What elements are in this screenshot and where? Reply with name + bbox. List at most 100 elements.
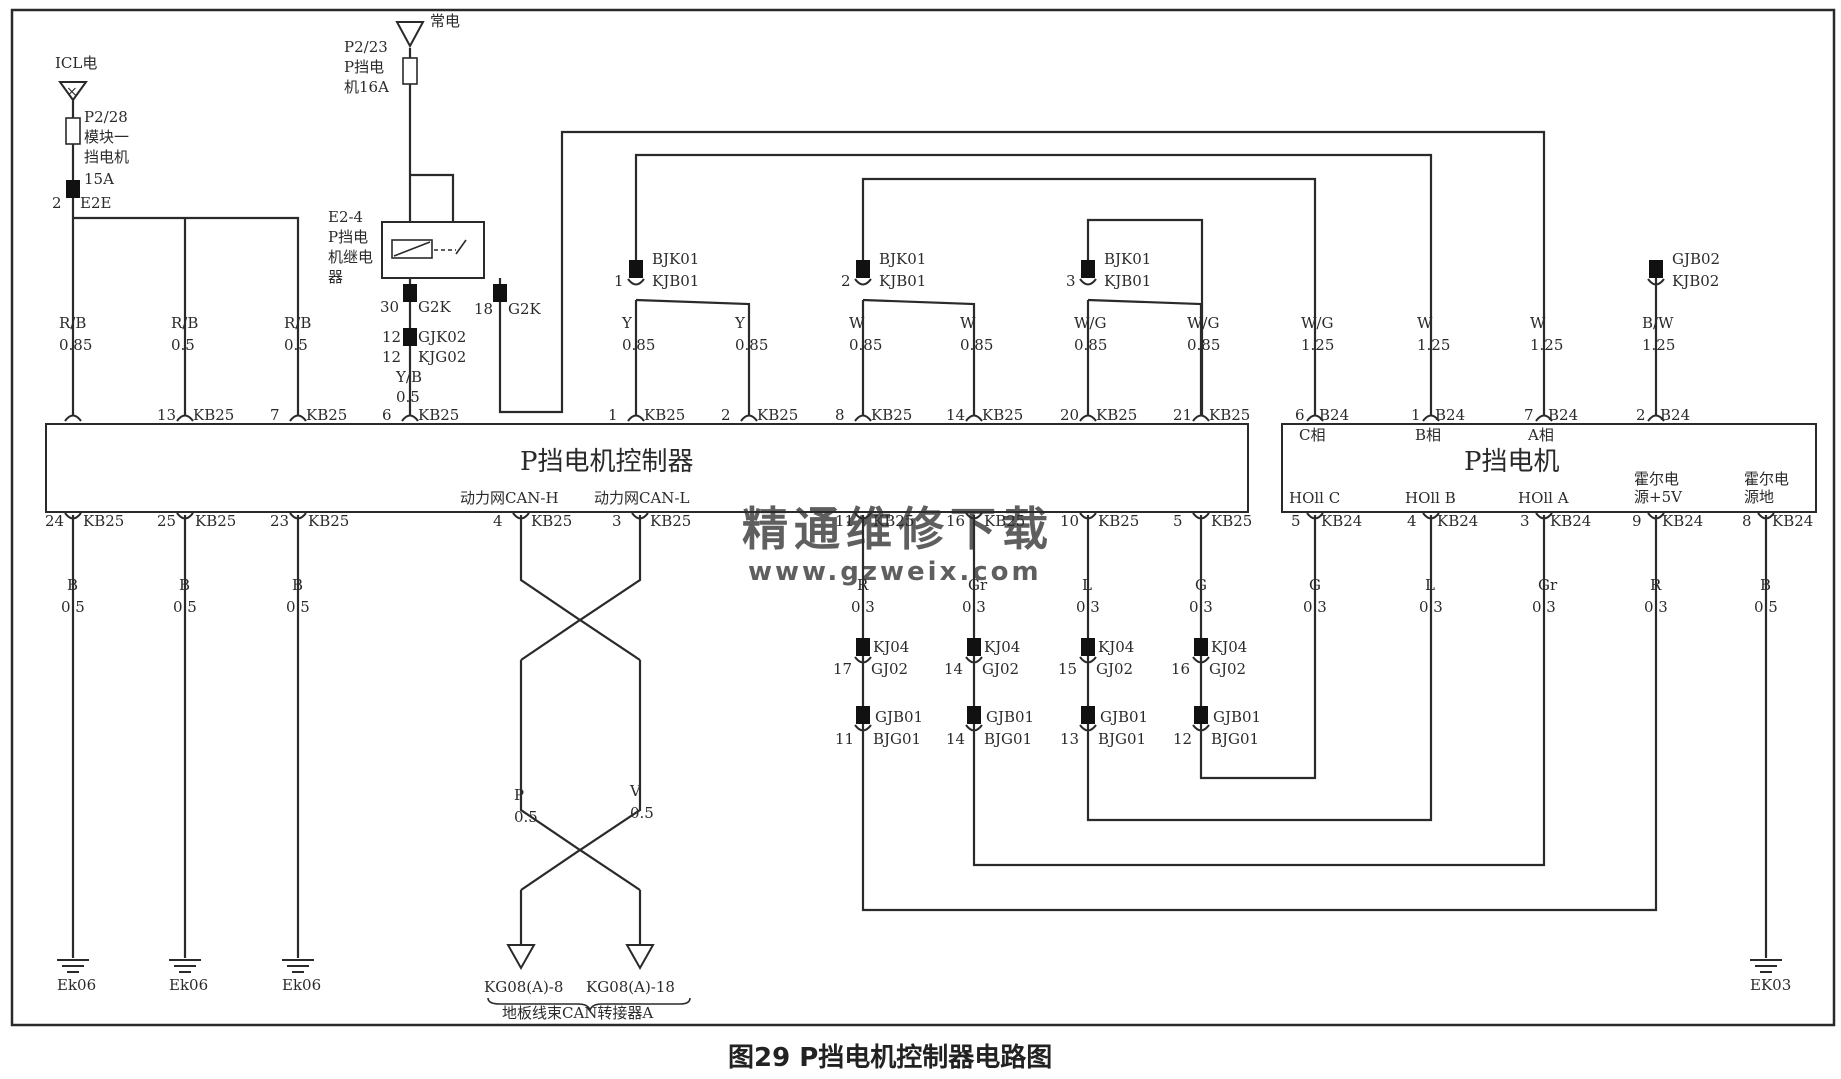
controller-bottom-pin-arc xyxy=(1079,512,1097,520)
top-wire-gauge: 0.85 xyxy=(849,336,882,354)
inline-kj-block xyxy=(1194,638,1208,656)
inline-kj-pin: 16 xyxy=(1171,660,1190,678)
top-wire-gauge: 0.5 xyxy=(171,336,195,354)
controller-top-pin-conn: KB25 xyxy=(418,406,459,424)
top-splice-pin: 1 xyxy=(614,272,624,290)
top-wire-color: W xyxy=(1530,314,1546,332)
bottom-wire-color: R xyxy=(1650,576,1662,594)
icl-fuse-label-1: P2/28 xyxy=(84,108,128,126)
block-bjk-2 xyxy=(856,260,870,278)
inline-kj-name-a: KJ04 xyxy=(1211,638,1247,656)
top-wire-color: R/B xyxy=(284,314,311,332)
bottom-wire-gauge: 0.3 xyxy=(1644,598,1668,616)
motor-bottom-pin-arc xyxy=(1422,512,1440,520)
controller-bottom-pin-number: 24 xyxy=(45,512,64,530)
inline-gjb-block xyxy=(856,706,870,724)
motor-box xyxy=(1281,423,1817,513)
can-h-label: 动力网CAN-H xyxy=(460,489,559,507)
top-splice-labels: BJK01KJB011BJK01KJB012BJK01KJB013GJB02KJ… xyxy=(614,250,1720,290)
controller-top-arc xyxy=(64,414,82,422)
controller-bottom-pin-arc xyxy=(289,512,307,520)
controller-bottom-pin-arc xyxy=(64,512,82,520)
inline-kj-pin: 17 xyxy=(833,660,852,678)
top-wire-color: W xyxy=(960,314,976,332)
inline-gjb-pin: 14 xyxy=(946,730,965,748)
controller-bottom-pin-number: 11 xyxy=(835,512,854,530)
top-wire-color: R/B xyxy=(171,314,198,332)
inline-gjb-arc xyxy=(1192,724,1210,732)
top-wire-gauge: 0.85 xyxy=(59,336,92,354)
motor-bottom-label: 霍尔电 xyxy=(1634,470,1679,488)
controller-bottom-pin-conn: KB25 xyxy=(873,512,914,530)
bottom-wire-color: B xyxy=(179,576,190,594)
inline-kj-arc xyxy=(965,656,983,664)
controller-top-pin-number: 21 xyxy=(1173,406,1192,424)
motor-top-pin-number: 1 xyxy=(1411,406,1421,424)
top-splice-arc xyxy=(627,278,645,286)
inline-kj-pin: 15 xyxy=(1058,660,1077,678)
inline-kj-arc xyxy=(1079,656,1097,664)
controller-bottom-pin-arc xyxy=(854,512,872,520)
can-wire-v-color: V xyxy=(629,782,642,800)
top-splice-arc xyxy=(1079,278,1097,286)
inline-gjb-block xyxy=(967,706,981,724)
motor-bottom-label: 源地 xyxy=(1744,488,1774,506)
can-conn-right: KG08(A)-18 xyxy=(586,978,675,996)
top-wire-color: B/W xyxy=(1642,314,1674,332)
icl-x-mark: × xyxy=(66,84,78,100)
bottom-wire-gauge: 0.5 xyxy=(286,598,310,616)
controller-top-pin-arc xyxy=(1079,414,1097,422)
inline-gjb-name-b: BJG01 xyxy=(873,730,921,748)
inline-kj-block xyxy=(967,638,981,656)
relay-label-4: 器 xyxy=(328,268,343,286)
bottom-wire-gauge: 0.3 xyxy=(1303,598,1327,616)
controller-top-pin-number: 13 xyxy=(157,406,176,424)
relay-pin-18: 18 xyxy=(474,300,493,318)
icl-power-symbol xyxy=(58,81,88,102)
bottom-wire-color: Gr xyxy=(968,576,988,594)
motor-bottom-pin-arc xyxy=(1535,512,1553,520)
controller-bottom-pin-number: 16 xyxy=(946,512,965,530)
motor-phase-label: B相 xyxy=(1415,426,1441,444)
relay-coil-slash xyxy=(393,241,431,257)
controller-bottom-pin-conn: KB25 xyxy=(308,512,349,530)
top-splice-arc xyxy=(1647,278,1665,286)
inline-gjb-name-a: GJB01 xyxy=(1100,708,1148,726)
motor-title: P挡电机 xyxy=(1464,447,1560,477)
watermark-url: www.gzweix.com xyxy=(748,557,1042,587)
block-bjk-1 xyxy=(629,260,643,278)
top-splice-name-b: KJB01 xyxy=(652,272,699,290)
controller-box xyxy=(45,423,1249,513)
can-arrow-right xyxy=(625,944,655,971)
inline-gjb-arc xyxy=(854,724,872,732)
gjk-pin-b: 12 xyxy=(382,348,401,366)
block-g2k-18 xyxy=(493,284,507,302)
inline-gjb-arc xyxy=(965,724,983,732)
bottom-wire-gauge: 0.3 xyxy=(1419,598,1443,616)
inline-gjb-arc xyxy=(1079,724,1097,732)
top-wire-color: W/G xyxy=(1301,314,1333,332)
relay-pin-30: 30 xyxy=(380,298,399,316)
controller-bottom-pin-arc xyxy=(1192,512,1210,520)
bottom-wire-color: L xyxy=(1082,576,1092,594)
bottom-wire-color: B xyxy=(1760,576,1771,594)
top-splice-name-a: BJK01 xyxy=(652,250,699,268)
controller-bottom-pin-number: 10 xyxy=(1060,512,1079,530)
inline-gjb-name-a: GJB01 xyxy=(1213,708,1261,726)
top-wire-labels: R/B0.85R/B0.5R/B0.5Y/B0.5Y0.85Y0.85W0.85… xyxy=(59,314,1675,406)
controller-bottom-pin-conn: KB25 xyxy=(1211,512,1252,530)
controller-top-pin-conn: KB25 xyxy=(982,406,1023,424)
can-wire-p-gauge: 0.5 xyxy=(514,808,538,826)
can-labels: P 0.5 V 0.5 KG08(A)-8 KG08(A)-18 地板线束CAN… xyxy=(484,782,691,1022)
inline-kj-name-b: GJ02 xyxy=(982,660,1019,678)
top-wire-gauge: 0.85 xyxy=(622,336,655,354)
bottom-wire-gauge: 0.3 xyxy=(1076,598,1100,616)
controller-top-pin-conn: KB25 xyxy=(757,406,798,424)
connector-blocks xyxy=(66,180,1663,346)
top-wire-gauge: 0.5 xyxy=(284,336,308,354)
inline-gjb-name-b: BJG01 xyxy=(1211,730,1259,748)
inline-kj-name-b: GJ02 xyxy=(1096,660,1133,678)
